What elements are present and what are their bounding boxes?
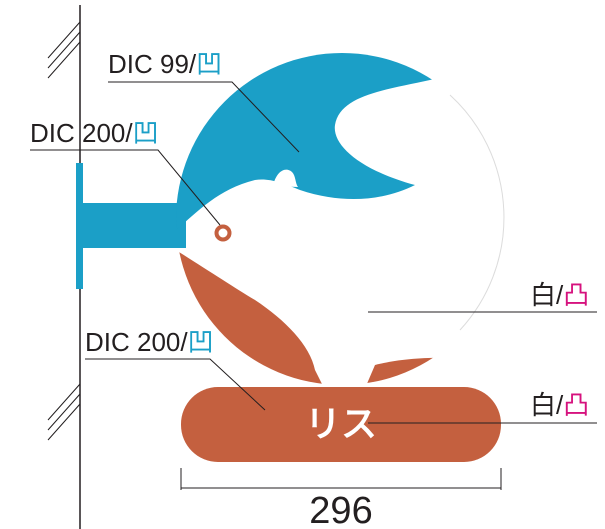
wall-hatch-bottom: [47, 383, 81, 441]
label-white-body: 白/凸: [530, 280, 589, 310]
dimension-value: 296: [309, 490, 372, 529]
squirrel-eye-icon: [214, 224, 232, 242]
blue-sky-region: [176, 53, 508, 235]
wall: [47, 5, 81, 529]
squirrel-ear: [273, 169, 298, 187]
name-plate-text: リス: [305, 404, 377, 445]
label-dic200-base: DIC 200/凹: [85, 327, 214, 357]
leader-lines: [30, 81, 597, 424]
orange-ground-region: [176, 240, 330, 385]
wall-hatch-top: [47, 21, 81, 79]
circle-white-edge: [449, 94, 505, 331]
dimension-line: [180, 468, 502, 490]
label-dic200-top: DIC 200/凹: [30, 118, 159, 148]
label-white-text: 白/凸: [530, 390, 589, 420]
label-dic99: DIC 99/凹: [108, 49, 222, 79]
wall-bracket: [76, 163, 186, 289]
